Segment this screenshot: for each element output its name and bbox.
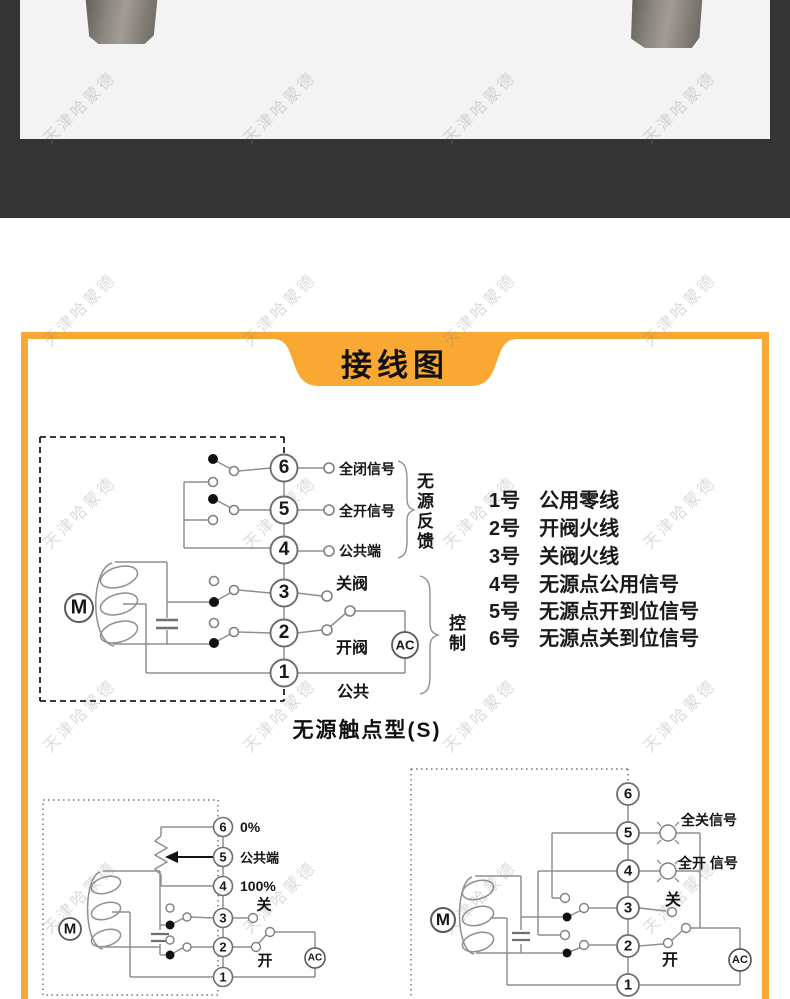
terminal-number: 4 <box>278 539 290 560</box>
terminal-number: 6 <box>219 819 227 835</box>
legend-desc: 开阀火线 <box>539 518 620 540</box>
legend-row: 6号无源点关到位信号 <box>489 622 699 651</box>
feedback-group-label: 无源反馈 <box>414 472 433 552</box>
terminal-number: 3 <box>623 899 633 917</box>
page-title: 接线图 <box>341 348 449 383</box>
terminal-label-close-valve: 关阀 <box>336 576 369 593</box>
terminal-label-open: 开 <box>661 952 679 969</box>
legend-num: 2号 <box>489 518 521 540</box>
ac-power-label: AC <box>395 637 415 653</box>
terminal-number: 1 <box>219 969 227 985</box>
terminal-number: 4 <box>219 878 227 894</box>
terminal-number: 1 <box>278 662 290 683</box>
terminal-number: 2 <box>623 937 633 955</box>
photo-strip-dark-band <box>0 0 790 218</box>
legend-row: 3号关阀火线 <box>489 540 619 569</box>
terminal-label-open-signal: 全开信号 <box>339 503 395 519</box>
terminal-number: 5 <box>623 824 633 842</box>
terminal-number: 2 <box>278 622 290 643</box>
product-photo-background <box>20 0 770 139</box>
terminal-number: 4 <box>623 862 633 880</box>
motor-label: M <box>70 596 88 619</box>
motor-label: M <box>63 920 77 938</box>
terminal-label-closed-signal: 全闭信号 <box>339 461 395 477</box>
terminal-number: 3 <box>278 582 290 603</box>
lamp-label-fully-closed-signal: 全关信号 <box>681 812 737 828</box>
panel-border-right <box>762 332 769 999</box>
panel-border-left <box>21 332 28 999</box>
legend-num: 3号 <box>489 546 521 568</box>
header-tab-shape <box>250 332 540 386</box>
terminal-number: 6 <box>623 785 633 803</box>
terminal-label-100pct: 100% <box>240 878 276 894</box>
ac-power-label: AC <box>732 954 748 966</box>
legend-row: 5号无源点开到位信号 <box>489 595 699 624</box>
terminal-number: 5 <box>219 849 227 865</box>
legend-desc: 无源点开到位信号 <box>539 601 700 623</box>
terminal-label-open-valve: 开阀 <box>336 640 369 657</box>
legend-row: 4号无源点公用信号 <box>489 568 679 597</box>
control-group-label: 控制 <box>446 614 465 654</box>
terminal-label-close: 关 <box>664 892 682 909</box>
terminal-label-common: 公共 <box>337 684 370 701</box>
legend-desc: 公用零线 <box>539 490 620 512</box>
motor-label: M <box>435 910 451 929</box>
terminal-label-common-end: 公共端 <box>240 850 280 866</box>
terminal-number: 3 <box>219 910 227 926</box>
terminal-label-0pct: 0% <box>240 819 261 835</box>
legend-desc: 无源点公用信号 <box>539 574 680 596</box>
ac-power-label: AC <box>307 952 323 964</box>
terminal-number: 2 <box>219 939 227 955</box>
legend-num: 5号 <box>489 601 521 623</box>
legend-row: 2号开阀火线 <box>489 512 619 541</box>
lamp-label-fully-open-signal: 全开 信号 <box>678 855 738 871</box>
legend-desc: 关阀火线 <box>539 546 620 568</box>
product-foot-left <box>85 0 158 44</box>
legend-desc: 无源点关到位信号 <box>539 628 700 650</box>
terminal-number: 6 <box>278 457 290 478</box>
legend-row: 1号公用零线 <box>489 484 619 513</box>
terminal-number: 1 <box>623 976 633 994</box>
legend-num: 1号 <box>489 490 521 512</box>
terminal-label-close: 关 <box>256 896 272 914</box>
terminal-number: 5 <box>278 499 290 520</box>
legend-num: 6号 <box>489 628 521 650</box>
diagram-caption: 无源触点型(S) <box>292 719 442 742</box>
legend-num: 4号 <box>489 574 521 596</box>
terminal-label-open: 开 <box>257 952 273 970</box>
terminal-label-common-end: 公共端 <box>339 543 381 559</box>
product-foot-right <box>631 0 703 48</box>
